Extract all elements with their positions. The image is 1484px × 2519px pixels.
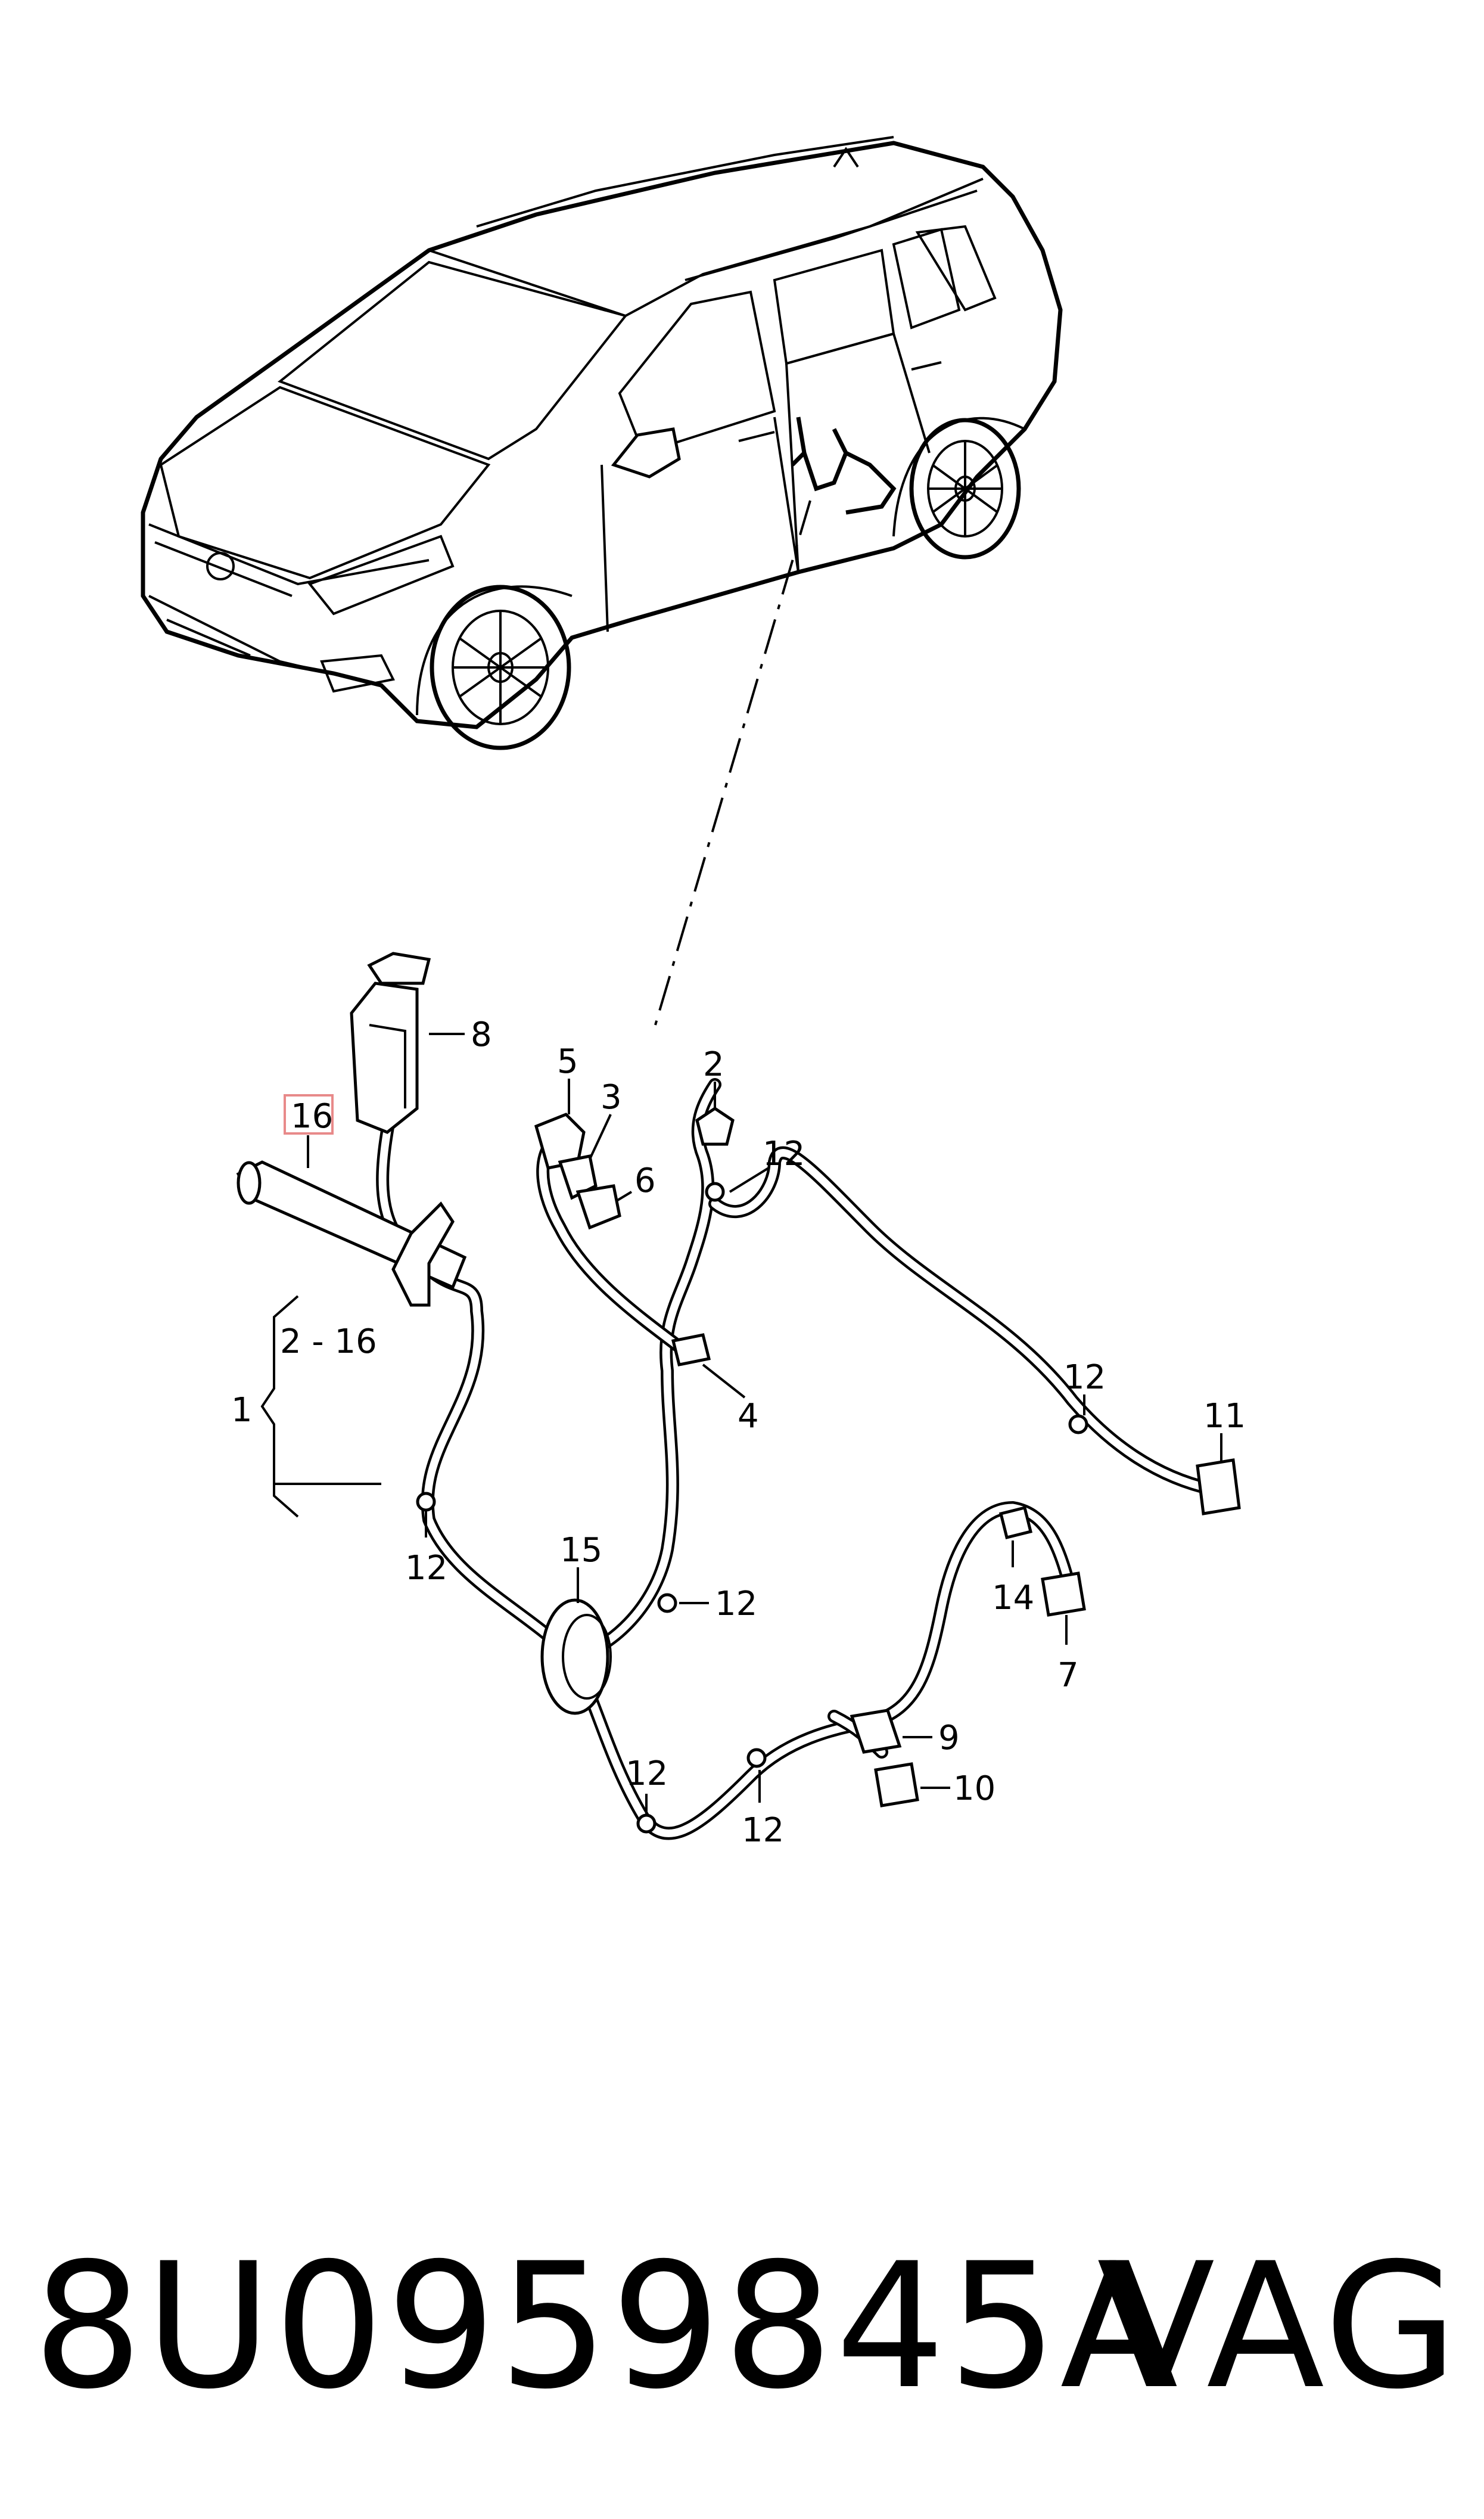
car-front-bumper — [148, 595, 382, 687]
harness-main-inner — [378, 1092, 1077, 1837]
part-6-connector — [575, 1184, 621, 1230]
car-illustration — [141, 136, 1063, 750]
car-grille — [148, 523, 430, 597]
label-range: 2 - 16 — [280, 1322, 377, 1361]
car-roof-rail-rear — [685, 190, 978, 281]
car-rear-door — [785, 332, 931, 573]
label-12-left: 12 — [405, 1549, 447, 1588]
clip-12-b — [705, 1182, 725, 1202]
car-windshield — [277, 260, 628, 461]
part-7-connector — [1041, 1571, 1086, 1617]
car-door-handle-front — [738, 431, 775, 442]
car-door-handle-rear — [911, 361, 942, 371]
callout-lines — [260, 1033, 1222, 1815]
clip-12-c — [1068, 1414, 1088, 1434]
part-number: 8U0959845A — [33, 2226, 1181, 2427]
label-3: 3 — [601, 1078, 622, 1117]
label-12-bottom-left: 12 — [626, 1754, 668, 1793]
leader-line — [654, 500, 811, 1026]
part-grommet-holder — [391, 1201, 455, 1307]
label-7: 7 — [1057, 1656, 1079, 1695]
part-11-connector — [1196, 1458, 1241, 1515]
car-side-mirror — [611, 427, 681, 479]
harness-right-branch — [708, 1146, 1222, 1496]
part-2-connector — [695, 1106, 735, 1146]
clip-12-f — [636, 1813, 657, 1834]
label-9: 9 — [938, 1719, 960, 1757]
label-14: 14 — [992, 1579, 1034, 1617]
harness-right-branch-inner — [711, 1149, 1219, 1494]
part-15-grommet — [540, 1598, 612, 1715]
wiring-harness — [236, 952, 1241, 1840]
clip-12-e — [746, 1748, 767, 1768]
car-front-door — [601, 417, 799, 632]
part-10-connector — [874, 1762, 919, 1807]
car-front-window — [618, 290, 776, 455]
car-door-wiring — [791, 417, 897, 515]
label-2: 2 — [703, 1045, 724, 1084]
clip-12-d — [657, 1593, 677, 1613]
highlight-box-16 — [284, 1094, 334, 1135]
label-12-right: 12 — [1063, 1358, 1106, 1397]
label-6: 6 — [634, 1161, 656, 1200]
parts-diagram: 8 5 3 6 2 12 4 12 11 16 2 - 16 1 12 15 1… — [141, 136, 1246, 1850]
part-9-connector — [850, 1709, 902, 1754]
car-rear-quarter-window — [892, 228, 961, 330]
label-4: 4 — [738, 1397, 759, 1436]
car-front-wheel — [430, 585, 571, 750]
part-3-connector — [558, 1154, 598, 1200]
car-front-wheel-arch — [416, 585, 573, 716]
label-15: 15 — [560, 1531, 602, 1570]
label-16: 16 — [291, 1097, 333, 1136]
car-badge — [206, 552, 235, 580]
car-rear-wheel-arch — [892, 417, 1025, 537]
label-12-bottom: 12 — [742, 1811, 784, 1850]
part-8-connector — [350, 952, 431, 1134]
car-rear-pillar-window — [915, 225, 997, 312]
car-antenna — [833, 147, 859, 168]
car-rear-window — [773, 249, 895, 365]
part-4-connector — [671, 1333, 711, 1366]
label-12-top: 12 — [763, 1135, 805, 1173]
label-1: 1 — [231, 1391, 253, 1430]
label-10: 10 — [953, 1769, 995, 1808]
clip-12-a — [416, 1492, 436, 1512]
label-12-middle: 12 — [715, 1585, 757, 1623]
car-roof-rail — [476, 136, 894, 228]
part-14-connector — [998, 1505, 1033, 1540]
part-5-connector — [534, 1113, 586, 1170]
car-roof-line — [428, 178, 984, 318]
car-headlight — [307, 535, 455, 616]
car-fog-lamp — [320, 654, 395, 693]
label-11: 11 — [1203, 1397, 1246, 1436]
callout-labels: 8 5 3 6 2 12 4 12 11 16 2 - 16 1 12 15 1… — [231, 1015, 1246, 1850]
brand-name: VAG — [1097, 2226, 1460, 2427]
label-5: 5 — [557, 1042, 578, 1081]
harness-upper-branch-inner — [568, 1080, 719, 1661]
label-8: 8 — [471, 1015, 492, 1054]
